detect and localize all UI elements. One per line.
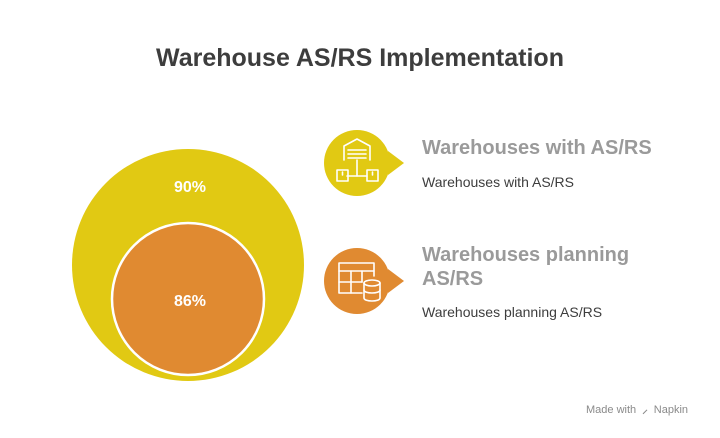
- page-title: Warehouse AS/RS Implementation: [156, 44, 564, 72]
- outer-value: 90%: [174, 179, 206, 196]
- legend-badge-1: [324, 130, 404, 196]
- footer-credit: Made with ⸝ Napkin: [586, 402, 688, 417]
- legend-desc-1: Warehouses with AS/RS: [422, 174, 574, 190]
- footer-brand: Napkin: [653, 404, 689, 416]
- grid-database-icon: [338, 262, 381, 302]
- legend-badge-2: [324, 248, 404, 314]
- inner-value: 86%: [174, 293, 206, 310]
- legend-title-2: Warehouses planning AS/RS: [422, 244, 630, 290]
- footer-made-with: Made with: [586, 404, 637, 416]
- warehouse-conveyor-icon: [336, 138, 379, 182]
- inner-circle: [110, 221, 266, 377]
- legend-title-1: Warehouses with AS/RS: [422, 137, 652, 159]
- napkin-logo-icon: ⸝: [642, 404, 648, 416]
- legend-desc-2: Warehouses planning AS/RS: [422, 304, 603, 320]
